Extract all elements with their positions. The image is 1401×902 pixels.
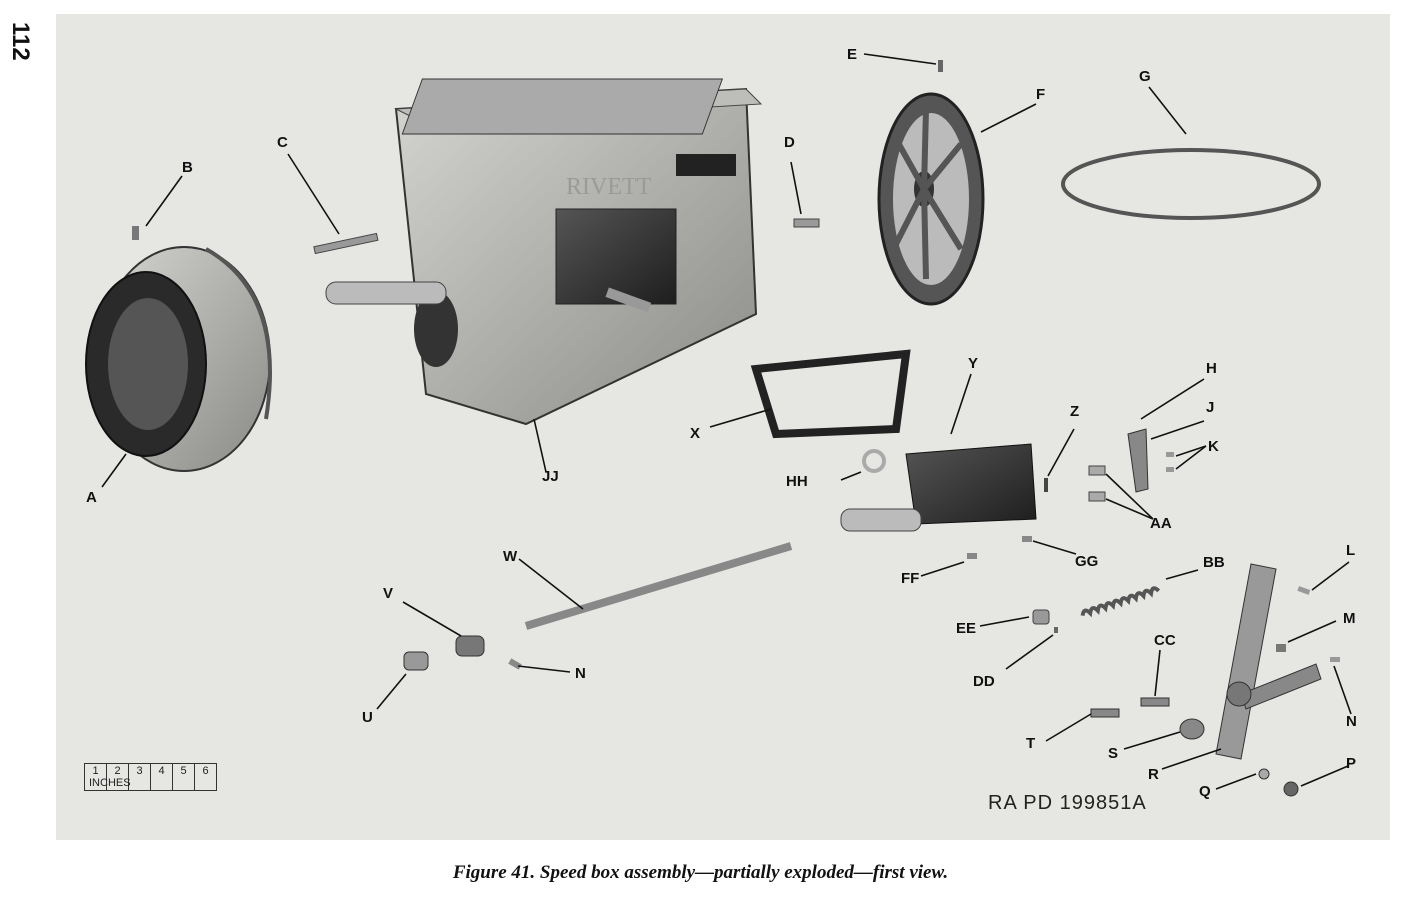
parts-drawing: RIVETT bbox=[85, 46, 1357, 800]
part-l-pin bbox=[1297, 586, 1311, 595]
scale-tick: 1 bbox=[85, 764, 107, 790]
label-k: K bbox=[1208, 438, 1219, 455]
part-y-cover-plate bbox=[840, 443, 1037, 532]
label-j: J bbox=[1206, 399, 1214, 416]
label-ee: EE bbox=[956, 620, 976, 637]
part-bb-spring bbox=[1080, 586, 1161, 618]
label-h: H bbox=[1206, 360, 1217, 377]
part-aa-screw bbox=[1088, 465, 1106, 476]
part-n-pin-2 bbox=[1330, 657, 1340, 662]
label-n-2: N bbox=[1346, 713, 1357, 730]
label-n: N bbox=[575, 665, 586, 682]
label-m: M bbox=[1343, 610, 1356, 627]
part-r-arm bbox=[1215, 563, 1322, 760]
part-s-bushing bbox=[1179, 718, 1205, 740]
part-t-screw bbox=[1090, 708, 1120, 718]
label-g: G bbox=[1139, 68, 1151, 85]
part-dd-pin bbox=[1054, 627, 1058, 633]
part-c-key bbox=[313, 232, 379, 255]
label-v: V bbox=[383, 585, 393, 602]
label-s: S bbox=[1108, 745, 1118, 762]
figure-caption: Figure 41. Speed box assembly—partially … bbox=[452, 862, 949, 883]
drawing-code: RA PD 199851A bbox=[988, 792, 1147, 814]
part-x-gasket bbox=[750, 349, 911, 439]
inch-scale: 1 2 3 4 5 6 bbox=[84, 763, 217, 791]
label-e: E bbox=[847, 46, 857, 63]
label-l: L bbox=[1346, 542, 1355, 559]
label-t: T bbox=[1026, 735, 1035, 752]
part-v-collar bbox=[455, 635, 485, 657]
part-hh-ring bbox=[862, 449, 886, 473]
label-w: W bbox=[503, 548, 518, 565]
label-aa: AA bbox=[1150, 515, 1172, 532]
label-f: F bbox=[1036, 86, 1045, 103]
part-z-pin bbox=[1044, 478, 1048, 492]
part-m-pin bbox=[1276, 644, 1286, 652]
part-ff-pin bbox=[967, 553, 977, 559]
part-p-nut bbox=[1283, 781, 1299, 797]
label-z: Z bbox=[1070, 403, 1079, 420]
label-gg: GG bbox=[1075, 553, 1098, 570]
label-b: B bbox=[182, 159, 193, 176]
part-aa-screw bbox=[1088, 491, 1106, 502]
label-u: U bbox=[362, 709, 373, 726]
label-jj: JJ bbox=[542, 468, 559, 485]
part-u-bushing bbox=[403, 651, 429, 671]
part-cc-screw bbox=[1140, 697, 1170, 707]
part-k-pin bbox=[1166, 452, 1174, 457]
part-labels: A B C D E F G H J K L M N N P Q R S T U … bbox=[86, 46, 1357, 800]
part-f-wheel bbox=[877, 92, 985, 306]
part-e-pin bbox=[938, 60, 943, 72]
part-jj-housing: RIVETT bbox=[325, 78, 763, 426]
label-bb: BB bbox=[1203, 554, 1225, 571]
label-a: A bbox=[86, 489, 97, 506]
part-n-pin bbox=[508, 658, 522, 670]
label-c: C bbox=[277, 134, 288, 151]
part-a-pulley bbox=[85, 246, 272, 472]
label-x: X bbox=[690, 425, 700, 442]
scale-tick: 2 bbox=[107, 764, 129, 790]
part-d-key bbox=[793, 218, 820, 228]
label-dd: DD bbox=[973, 673, 995, 690]
label-d: D bbox=[784, 134, 795, 151]
label-cc: CC bbox=[1154, 632, 1176, 649]
scale-tick: 5 bbox=[173, 764, 195, 790]
label-q: Q bbox=[1199, 783, 1211, 800]
part-b-screw bbox=[132, 226, 139, 240]
scale-tick: 6 bbox=[202, 765, 209, 777]
exploded-view-figure: RIVETT bbox=[56, 14, 1390, 840]
part-q-washer bbox=[1258, 768, 1270, 780]
scale-tick: 3 bbox=[129, 764, 151, 790]
part-ee-collar bbox=[1032, 609, 1050, 625]
part-k-pin bbox=[1166, 467, 1174, 472]
part-gg-pin bbox=[1022, 536, 1032, 542]
label-hh: HH bbox=[786, 473, 808, 490]
scale-tick: 4 bbox=[151, 764, 173, 790]
housing-casting-mark: RIVETT bbox=[566, 174, 652, 200]
label-r: R bbox=[1148, 766, 1159, 783]
part-w-rod bbox=[524, 542, 793, 630]
leader-lines bbox=[101, 53, 1352, 790]
label-y: Y bbox=[968, 355, 978, 372]
label-p: P bbox=[1346, 755, 1356, 772]
page-number: 112 bbox=[7, 22, 34, 61]
part-g-belt bbox=[1061, 148, 1321, 220]
label-ff: FF bbox=[901, 570, 919, 587]
part-j-lever bbox=[1127, 428, 1149, 493]
scale-unit-label: INCHES bbox=[89, 777, 131, 789]
